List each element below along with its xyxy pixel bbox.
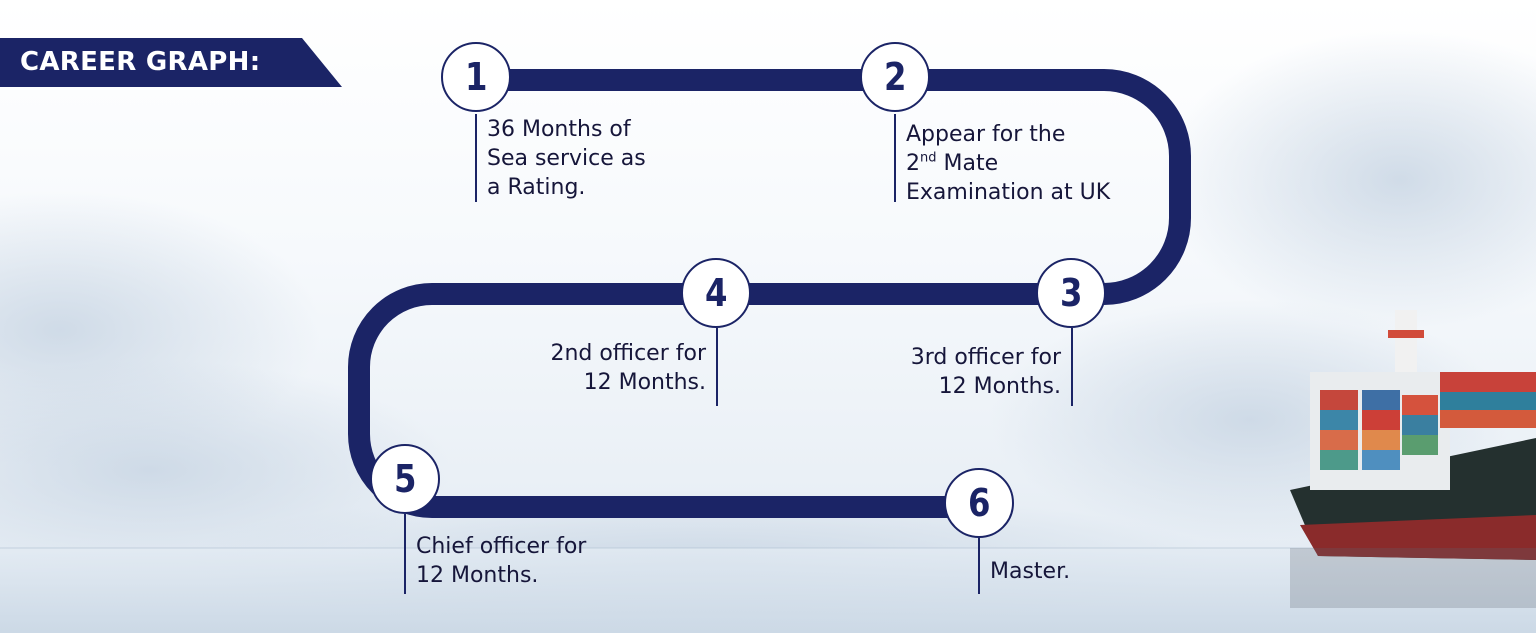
step-3-line: 12 Months.: [938, 374, 1061, 399]
ship-illustration: [1290, 310, 1536, 608]
step-node-6: 6: [944, 468, 1014, 538]
step-6-line: Master.: [990, 559, 1071, 584]
connector-line-1: [475, 114, 477, 202]
connector-line-4: [716, 328, 718, 406]
step-node-4: 4: [681, 258, 751, 328]
ordinal-suffix: nd: [920, 150, 937, 166]
connector-line-2: [894, 114, 896, 202]
step-5-description: Chief officer for 12 Months.: [416, 532, 586, 590]
step-2-line: Appear for the: [906, 122, 1066, 147]
step-5-line: Chief officer for: [416, 534, 587, 559]
step-5-line: 12 Months.: [416, 563, 539, 588]
step-1-line: 36 Months of: [487, 117, 631, 142]
step-number: 1: [464, 55, 488, 99]
step-number: 2: [883, 55, 907, 99]
step-2-line: 2nd Mate: [906, 149, 1110, 178]
step-2-description: Appear for the 2nd Mate Examination at U…: [906, 120, 1110, 207]
step-4-line: 2nd officer for: [550, 341, 706, 366]
step-1-description: 36 Months of Sea service as a Rating.: [487, 115, 646, 202]
connector-line-6: [978, 538, 980, 594]
step-4-line: 12 Months.: [583, 370, 706, 395]
step-number: 5: [393, 457, 417, 501]
step-node-5: 5: [370, 444, 440, 514]
step-1-line: a Rating.: [487, 175, 586, 200]
title-banner: [0, 38, 342, 87]
page-title: CAREER GRAPH:: [20, 47, 261, 77]
step-node-1: 1: [441, 42, 511, 112]
ordinal-base: 2: [906, 151, 920, 176]
step-2-line: Examination at UK: [906, 180, 1111, 205]
step-3-description: 3rd officer for 12 Months.: [911, 343, 1061, 401]
step-4-description: 2nd officer for 12 Months.: [550, 339, 706, 397]
connector-line-3: [1071, 328, 1073, 406]
step-node-2: 2: [860, 42, 930, 112]
career-path-line: [348, 69, 1191, 518]
step-1-line: Sea service as: [487, 146, 646, 171]
step-3-line: 3rd officer for: [910, 345, 1061, 370]
step-node-3: 3: [1036, 258, 1106, 328]
step-6-description: Master.: [990, 557, 1070, 586]
step-number: 6: [967, 481, 991, 525]
connector-line-5: [404, 514, 406, 594]
step-number: 3: [1059, 271, 1083, 315]
step-2-line-text: Mate: [943, 151, 999, 176]
step-number: 4: [704, 271, 728, 315]
